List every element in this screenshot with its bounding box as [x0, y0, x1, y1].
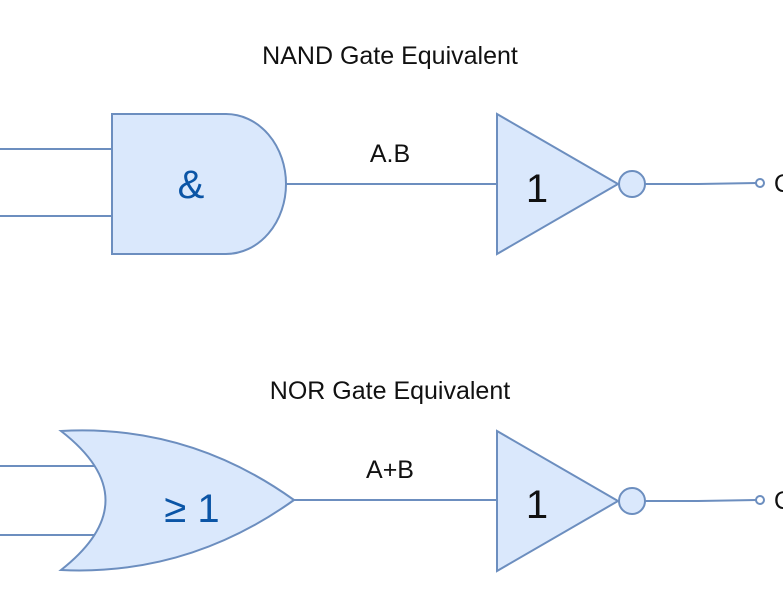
nor-equivalent-group: NOR Gate Equivalent ≥ 1 A+B 1 Q — [0, 377, 783, 573]
nor-output-terminal — [755, 495, 765, 505]
nor-not-gate — [496, 429, 620, 573]
nand-output-wire — [645, 182, 758, 185]
nor-wire-label: A+B — [366, 456, 414, 484]
nand-not-gate-symbol: 1 — [526, 167, 548, 211]
nor-not-gate-symbol: 1 — [526, 483, 548, 527]
and-gate-symbol: & — [178, 163, 205, 207]
and-gate — [111, 113, 287, 255]
nand-output-terminal — [755, 178, 765, 188]
nor-inversion-bubble — [618, 487, 646, 515]
nand-wire-label: A.B — [370, 140, 410, 168]
or-gate-symbol: ≥ 1 — [164, 487, 219, 531]
nand-output-label: Q — [774, 170, 783, 198]
nor-output-label: Q — [774, 487, 783, 515]
nand-section-title: NAND Gate Equivalent — [262, 42, 518, 70]
or-gate — [58, 429, 296, 572]
nand-inversion-bubble — [618, 170, 646, 198]
nand-equivalent-group: NAND Gate Equivalent & A.B 1 Q — [0, 42, 783, 256]
nand-not-gate — [496, 112, 620, 256]
nor-section-title: NOR Gate Equivalent — [270, 377, 510, 405]
nor-output-wire — [645, 499, 758, 502]
